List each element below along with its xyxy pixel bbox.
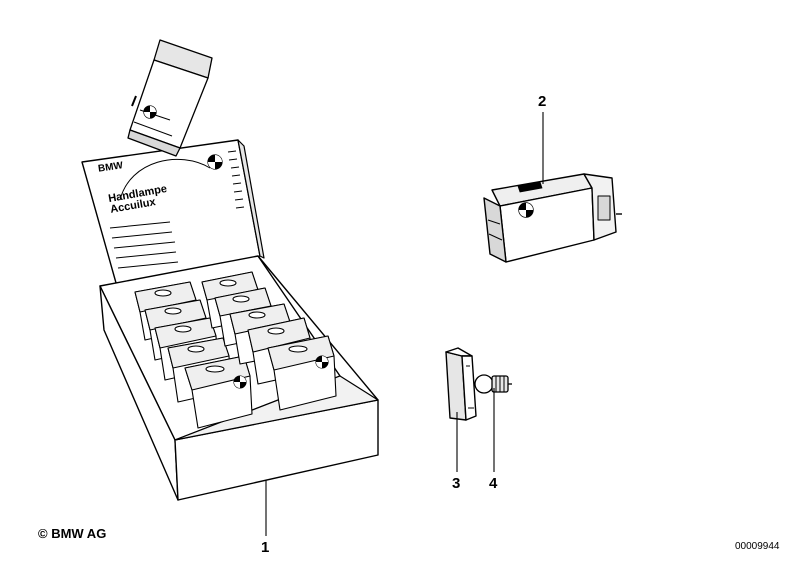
hand-lamp-part-2 <box>483 173 622 263</box>
callout-2: 2 <box>538 93 547 110</box>
bulb-part-4 <box>474 374 512 394</box>
lens-cover-part-3 <box>445 347 477 421</box>
display-box <box>81 39 379 501</box>
callout-1: 1 <box>261 539 270 556</box>
callout-4: 4 <box>489 475 498 492</box>
tray-lamp <box>184 355 253 429</box>
leader-lines <box>265 112 544 536</box>
diagram-number: 00009944 <box>735 541 780 552</box>
tray-lamp <box>267 335 337 411</box>
tray-lamps <box>134 271 337 429</box>
copyright-text: © BMW AG <box>38 526 107 541</box>
lid-lamp <box>127 39 213 157</box>
lid-bmw-logo-icon <box>207 154 223 170</box>
callout-3: 3 <box>452 475 461 492</box>
